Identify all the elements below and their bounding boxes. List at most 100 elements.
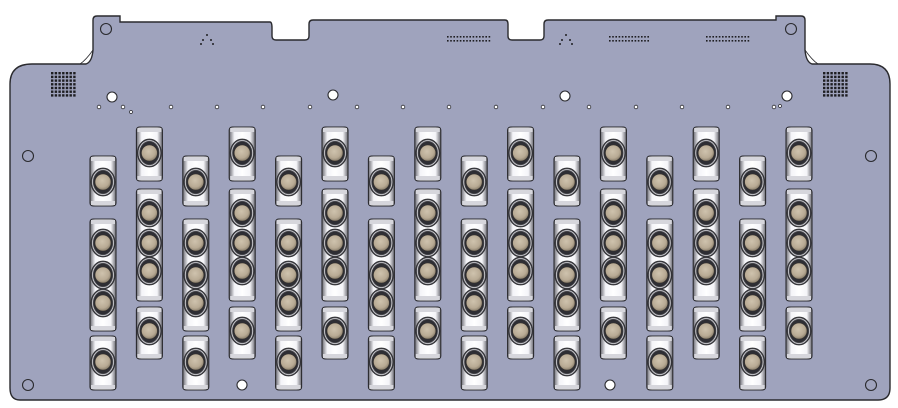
via — [493, 104, 499, 110]
strip-dot — [747, 40, 750, 42]
column-03 — [182, 155, 210, 391]
connector-short — [321, 126, 349, 182]
tri-dot — [210, 39, 212, 41]
pin-ring-mid — [741, 290, 764, 316]
connector-short — [739, 335, 767, 391]
housing-cap-bottom — [647, 385, 672, 389]
grid-dot — [845, 72, 848, 75]
housing-cap-bottom — [276, 201, 301, 205]
strip-dot — [485, 40, 487, 42]
strip-dot — [482, 40, 484, 42]
connector-short — [599, 306, 627, 360]
pin-face — [465, 266, 483, 284]
connector-long — [553, 218, 581, 332]
tri-dot — [565, 34, 567, 36]
pin-face — [141, 204, 158, 222]
strip-dot — [459, 40, 462, 42]
housing-cap-bottom — [137, 176, 162, 180]
housing-cap-bottom — [647, 201, 672, 205]
via — [129, 110, 133, 114]
connector-short — [321, 306, 349, 360]
via — [771, 104, 777, 110]
column-16 — [785, 126, 813, 360]
strip-dot — [469, 40, 471, 42]
grid-dot — [826, 86, 830, 90]
pin-ring-mid — [788, 318, 810, 344]
pin-ring-mid — [556, 169, 578, 195]
grid-dot — [58, 75, 61, 79]
grid-dot — [837, 94, 841, 97]
strip-dot — [456, 40, 459, 42]
grid-dot — [65, 72, 69, 75]
pin-ring-mid — [788, 200, 810, 226]
strip-dot — [731, 40, 734, 42]
grid-dot — [62, 72, 65, 75]
grid-dot — [826, 75, 830, 79]
pin-ring-mid — [277, 290, 300, 316]
pin-ring-mid — [648, 169, 671, 195]
housing-cap-bottom — [462, 385, 487, 389]
pin-face — [280, 266, 297, 284]
grid-dot — [845, 83, 848, 86]
pin-ring-mid — [231, 140, 254, 166]
connector-short — [228, 126, 256, 182]
pin-ring-mid — [602, 200, 625, 226]
pin-face — [465, 294, 483, 312]
connector-array — [89, 126, 813, 391]
grid-dot — [834, 94, 837, 97]
pin-ring-mid — [92, 169, 114, 195]
connector-short — [135, 306, 163, 360]
strip-dot — [469, 36, 471, 38]
pin-face — [697, 144, 715, 162]
grid-dot — [65, 90, 69, 93]
housing-cap-bottom — [369, 201, 394, 205]
connector-short — [692, 306, 720, 360]
housing-cap-top — [787, 128, 811, 132]
pin-face — [651, 234, 669, 252]
housing-cap-bottom — [508, 354, 533, 358]
grid-dot — [73, 83, 76, 86]
grid-dot — [73, 72, 76, 75]
strip-dot — [634, 36, 637, 38]
pin-ring-mid — [277, 349, 300, 375]
pin-ring-mid — [370, 262, 393, 288]
housing-cap-top — [647, 157, 672, 161]
mounting-hole — [864, 378, 878, 392]
pin-ring-mid — [277, 169, 300, 195]
pin-ring-mid — [277, 262, 300, 288]
housing-cap-top — [415, 308, 440, 312]
grid-dot — [73, 75, 76, 79]
pin-face — [373, 294, 390, 312]
grid-dot — [58, 79, 61, 82]
pin-ring-mid — [184, 230, 207, 256]
pin-ring-mid — [231, 258, 254, 284]
tri-dot — [571, 43, 573, 45]
flange-left — [79, 49, 94, 65]
pin-ring-mid — [138, 318, 161, 344]
strip-dot — [450, 40, 452, 42]
strip-dot — [621, 40, 624, 42]
grid-dot — [841, 90, 844, 93]
grid-dot — [62, 83, 65, 86]
pin-ring-mid — [370, 349, 393, 375]
strip-dot — [647, 40, 649, 42]
housing-cap-top — [276, 157, 301, 161]
strip-dot — [728, 40, 730, 42]
housing-cap-bottom — [323, 176, 347, 180]
pin-face — [744, 353, 761, 371]
housing-cap-top — [694, 128, 719, 132]
connector-short — [599, 126, 627, 182]
pin-ring-mid — [509, 318, 532, 344]
pin-ring-mid — [602, 230, 625, 256]
pin-ring-mid — [370, 230, 393, 256]
grid-dot — [834, 72, 837, 75]
connector-short — [182, 335, 210, 391]
pin-ring-mid — [231, 318, 254, 344]
via — [354, 104, 360, 110]
marking-strip-2 — [609, 36, 649, 42]
grid-dot — [54, 86, 58, 90]
grid-dot — [62, 94, 65, 97]
housing-cap-bottom — [415, 354, 440, 358]
